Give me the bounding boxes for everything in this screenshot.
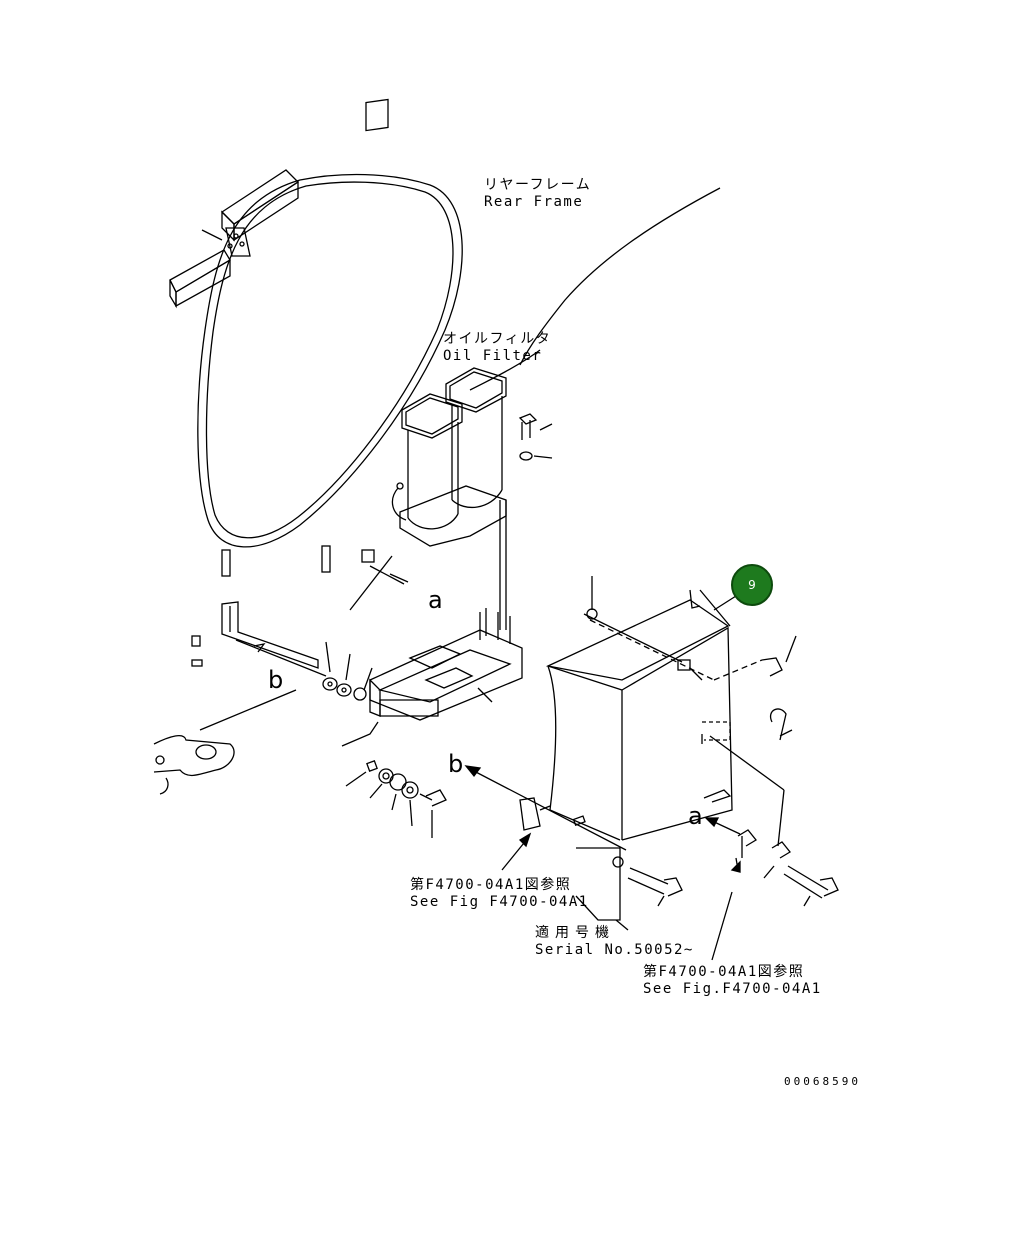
- see-fig-left-en: See Fig F4700-04A1: [410, 894, 589, 910]
- oil-filter-canisters: [391, 367, 507, 630]
- cover-box: [545, 576, 785, 847]
- dashed-guides: [589, 619, 763, 681]
- view-letter-a-right: a: [688, 802, 703, 830]
- filter-bolt: [518, 413, 553, 461]
- callout-number: 9: [748, 578, 756, 592]
- rear-frame-label-en: Rear Frame: [484, 194, 584, 210]
- see-fig-right-en: See Fig.F4700-04A1: [643, 981, 822, 997]
- left-plates: [191, 545, 409, 669]
- view-letter-b-middle: b: [448, 750, 464, 778]
- oil-filter-leader: [469, 349, 541, 391]
- b-view-leader-left: [199, 639, 373, 731]
- see-fig-right-jp: 第F4700-04A1図参照: [643, 964, 805, 980]
- washers-upper: [322, 677, 367, 701]
- right-bolts: [737, 635, 839, 907]
- view-letter-b-left: b: [268, 666, 284, 694]
- lower-middle-parts: [519, 797, 683, 931]
- view-letter-a-upper: a: [428, 586, 443, 614]
- oil-filter-label-jp: オイルフィルタ: [443, 331, 552, 347]
- bracket-leader: [341, 721, 379, 747]
- washers-lower: [345, 760, 447, 838]
- serial-label-en: Serial No.50052~: [535, 942, 694, 958]
- frame-brackets: [169, 98, 389, 309]
- see-fig-left-jp: 第F4700-04A1図参照: [410, 877, 572, 893]
- rear-frame-outline: [197, 173, 463, 548]
- rear-frame-leader: [519, 187, 721, 366]
- drawing-number: 00068590: [784, 1075, 861, 1088]
- b-view-arrow-middle: [464, 765, 627, 851]
- callout-leader: [713, 595, 737, 611]
- oil-filter-label-en: Oil Filter: [443, 348, 543, 364]
- serial-label-jp: 適用号機: [535, 925, 615, 941]
- part-callout-9[interactable]: 9: [731, 564, 773, 606]
- reference-arrows: [501, 817, 741, 961]
- rear-frame-label-jp: リヤーフレーム: [484, 177, 592, 193]
- filter-mounting-bracket: [369, 608, 523, 721]
- frame-fragment: [153, 734, 235, 795]
